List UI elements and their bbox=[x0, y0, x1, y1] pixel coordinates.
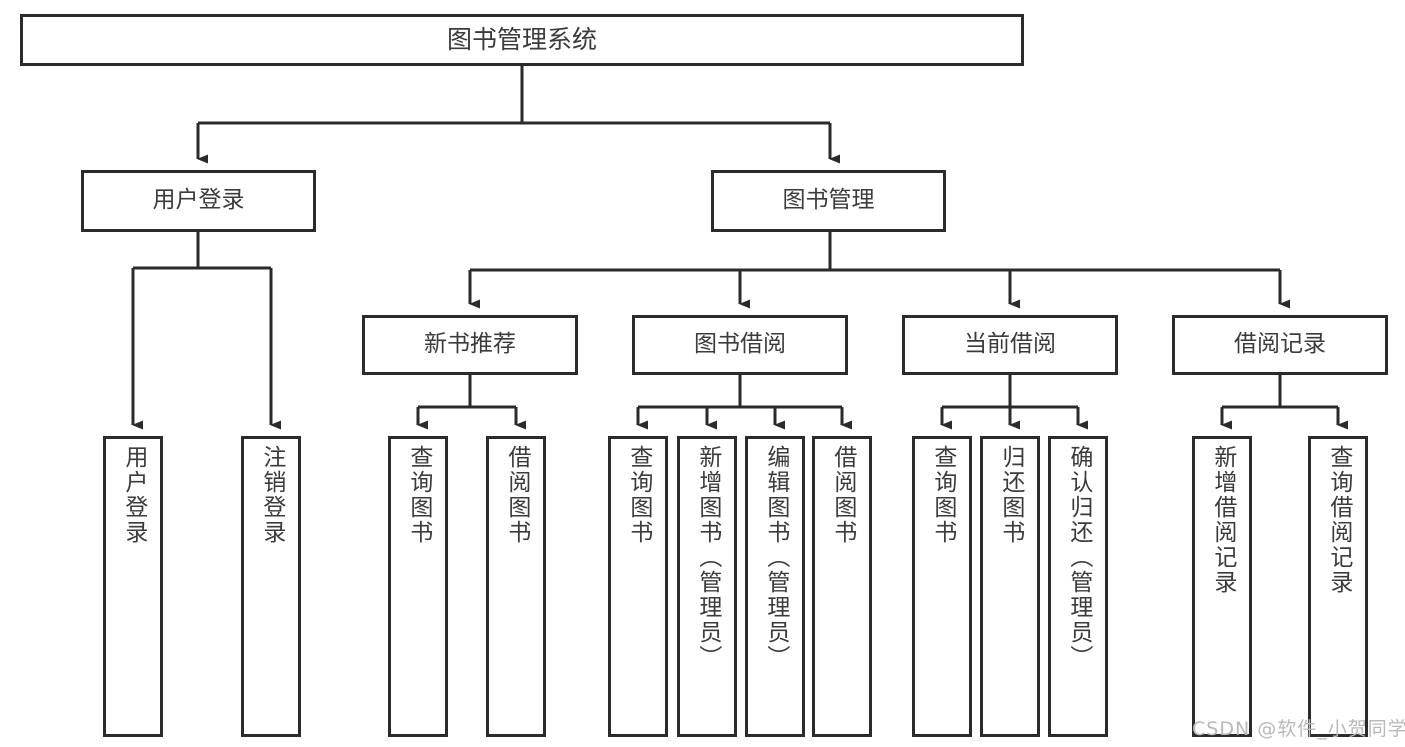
leaf-borrow-books[interactable]: 借阅图书 bbox=[812, 436, 872, 737]
leaf-query-books-borrow[interactable]: 查询图书 bbox=[608, 436, 668, 737]
node-label: 用户登录 bbox=[152, 187, 245, 214]
node-new-book-recommend[interactable]: 新书推荐 bbox=[362, 315, 578, 375]
node-label: 图书管理 bbox=[782, 187, 875, 214]
leaf-logout[interactable]: 注销登录 bbox=[241, 436, 301, 737]
node-root-system[interactable]: 图书管理系统 bbox=[20, 14, 1024, 66]
leaf-user-login[interactable]: 用户登录 bbox=[103, 436, 163, 737]
node-label: 编辑图书（管理员） bbox=[762, 445, 789, 670]
node-label: 新书推荐 bbox=[424, 331, 516, 358]
node-label: 归还图书 bbox=[997, 445, 1024, 545]
node-label: 借阅图书 bbox=[503, 445, 530, 545]
leaf-confirm-return-admin[interactable]: 确认归还（管理员） bbox=[1048, 436, 1108, 737]
node-label: 注销登录 bbox=[258, 445, 285, 545]
node-label: 查询图书 bbox=[929, 445, 956, 545]
node-label: 新增借阅记录 bbox=[1209, 445, 1236, 595]
leaf-add-book-admin[interactable]: 新增图书（管理员） bbox=[677, 436, 737, 737]
node-label: 查询图书 bbox=[405, 445, 432, 545]
leaf-return-books[interactable]: 归还图书 bbox=[980, 436, 1040, 737]
leaf-query-borrow-record[interactable]: 查询借阅记录 bbox=[1308, 436, 1368, 737]
node-book-management[interactable]: 图书管理 bbox=[711, 170, 946, 232]
leaf-query-books-current[interactable]: 查询图书 bbox=[912, 436, 972, 737]
node-book-borrow[interactable]: 图书借阅 bbox=[632, 315, 848, 375]
leaf-borrow-books-recommend[interactable]: 借阅图书 bbox=[486, 436, 546, 737]
node-label: 查询图书 bbox=[625, 445, 652, 545]
leaf-add-borrow-record[interactable]: 新增借阅记录 bbox=[1192, 436, 1252, 737]
leaf-query-books-recommend[interactable]: 查询图书 bbox=[388, 436, 448, 737]
csdn-watermark: CSDN @软件_小贺同学 bbox=[1192, 718, 1405, 740]
node-label: 图书借阅 bbox=[694, 331, 786, 358]
node-label: 新增图书（管理员） bbox=[694, 445, 721, 670]
node-borrow-record[interactable]: 借阅记录 bbox=[1172, 315, 1388, 375]
node-current-borrow[interactable]: 当前借阅 bbox=[902, 315, 1118, 375]
node-label: 借阅图书 bbox=[829, 445, 856, 545]
node-label: 当前借阅 bbox=[964, 331, 1056, 358]
node-label: 图书管理系统 bbox=[446, 25, 597, 54]
leaf-edit-book-admin[interactable]: 编辑图书（管理员） bbox=[745, 436, 805, 737]
node-user-login[interactable]: 用户登录 bbox=[81, 170, 316, 232]
node-label: 确认归还（管理员） bbox=[1065, 445, 1092, 670]
node-label: 查询借阅记录 bbox=[1325, 445, 1352, 595]
node-label: 借阅记录 bbox=[1234, 331, 1326, 358]
node-label: 用户登录 bbox=[120, 445, 147, 545]
